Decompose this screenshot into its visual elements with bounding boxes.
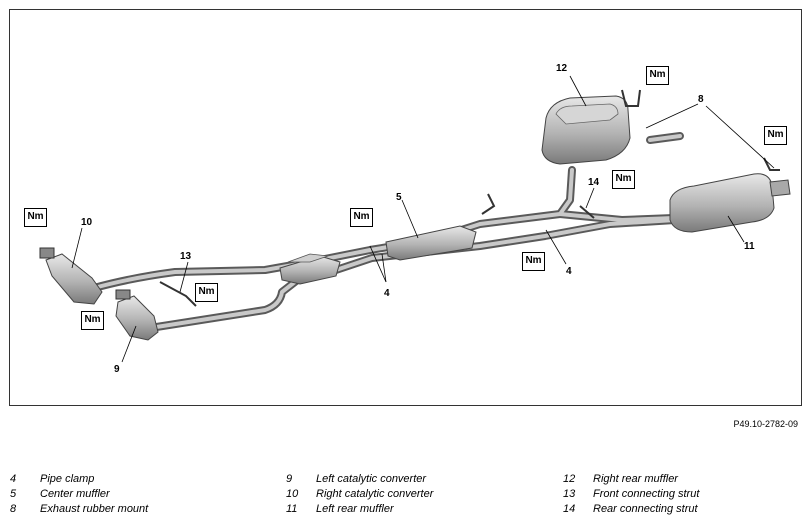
torque-label: Nm (646, 66, 669, 85)
callout-10: 10 (81, 217, 93, 228)
right-catalytic-converter (39, 247, 103, 305)
torque-label: Nm (612, 170, 635, 189)
torque-label: Nm (764, 126, 787, 145)
center-muffler (385, 225, 477, 261)
callout-14: 14 (588, 177, 600, 188)
torque-label: Nm (350, 208, 373, 227)
callout-5: 5 (396, 192, 402, 203)
left-catalytic-converter (115, 289, 159, 341)
diagram-frame: 10 13 9 5 4 4 14 12 8 11 Nm Nm Nm Nm Nm … (9, 9, 802, 406)
callout-9: 9 (114, 364, 120, 375)
callout-13: 13 (180, 251, 192, 262)
callout-4-rear: 4 (566, 266, 572, 277)
right-rear-muffler (541, 95, 631, 165)
callout-11: 11 (744, 241, 755, 252)
torque-label: Nm (81, 311, 104, 330)
torque-label: Nm (24, 208, 47, 227)
torque-label: Nm (522, 252, 545, 271)
callout-4-front: 4 (384, 288, 390, 299)
callout-8: 8 (698, 94, 704, 105)
figure-reference: P49.10-2782-09 (733, 419, 798, 429)
torque-label: Nm (195, 283, 218, 302)
callout-12: 12 (556, 63, 568, 74)
left-rear-muffler (669, 173, 791, 233)
exhaust-system-illustration (39, 75, 791, 363)
